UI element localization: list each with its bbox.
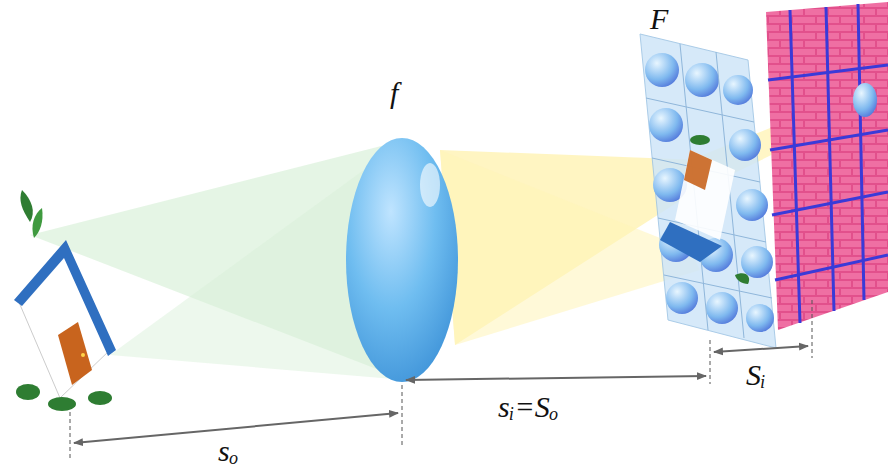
object-distance-label: sₒ [218, 436, 238, 466]
image-distance-label: sᵢ=Sₒ [498, 392, 558, 422]
sensor-wall [766, 2, 888, 330]
lens [346, 138, 458, 382]
array-focal-label: F [650, 4, 668, 34]
reference-lines [70, 300, 812, 458]
image-beam [440, 150, 700, 345]
lens-focal-label: f [390, 78, 398, 108]
array-distance-label: Sᵢ [746, 360, 766, 390]
house-object [14, 190, 116, 411]
microlens-array [640, 34, 776, 348]
lens-highlight [420, 163, 440, 207]
dimension-arrows [74, 346, 808, 443]
